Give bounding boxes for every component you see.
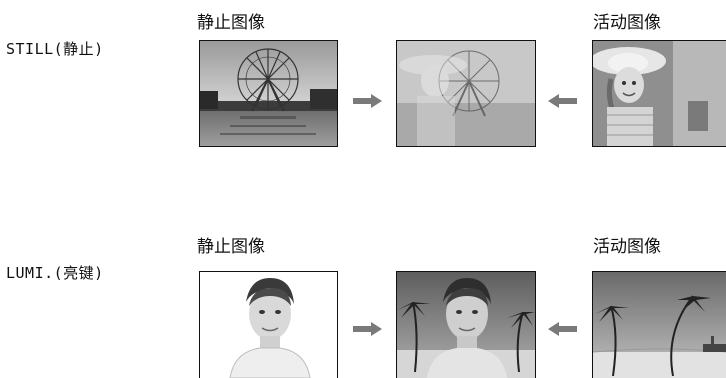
ferris-wheel-photo <box>199 40 338 147</box>
arrow-right-icon <box>353 321 382 340</box>
mode-label-lumi: LUMI.(亮键) <box>6 264 104 282</box>
palm-beach-photo <box>592 271 726 378</box>
still-image-caption: 静止图像 <box>197 237 265 257</box>
motion-image-caption: 活动图像 <box>593 13 661 33</box>
motion-image-caption: 活动图像 <box>593 237 661 257</box>
child-in-sunhat-photo <box>592 40 726 147</box>
composite-result-photo <box>396 40 536 147</box>
arrow-right-icon <box>353 93 382 112</box>
still-image-caption: 静止图像 <box>197 13 265 33</box>
arrow-left-icon <box>548 93 577 112</box>
mode-label-still: STILL(静止) <box>6 40 104 58</box>
arrow-left-icon <box>548 321 577 340</box>
luminance-key-result-photo <box>396 271 536 378</box>
portrait-photo <box>199 271 338 378</box>
